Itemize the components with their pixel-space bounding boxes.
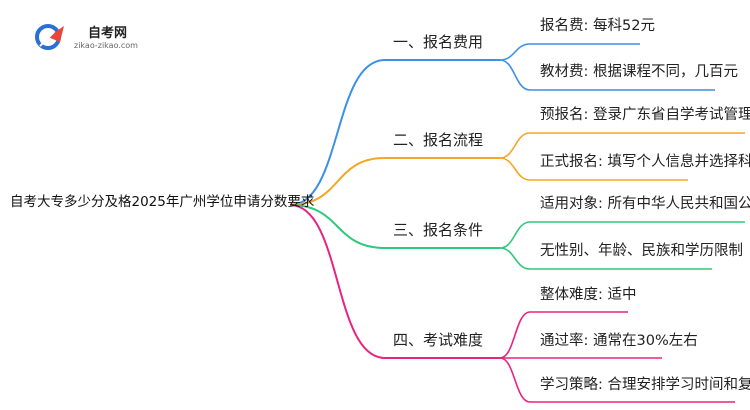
leaf-pass-rate: 通过率: 通常在30%左右 bbox=[540, 333, 698, 349]
root-topic: 自考大专多少分及格2025年广州学位申请分数要求 bbox=[10, 194, 315, 210]
leaf-study-strategy: 学习策略: 合理安排学习时间和复习 bbox=[540, 377, 750, 393]
root-branch-connector bbox=[289, 204, 386, 359]
root-branch-connector bbox=[289, 157, 386, 206]
leaf-connector bbox=[499, 221, 745, 249]
logo-icon bbox=[35, 24, 64, 50]
site-logo: 自考网 zikao-zikao.com bbox=[30, 20, 150, 56]
logo-subtitle: zikao-zikao.com bbox=[74, 41, 138, 50]
branch-fees: 一、报名费用 bbox=[393, 33, 484, 51]
leaf-connector bbox=[499, 247, 712, 270]
leaf-connector bbox=[499, 43, 640, 61]
logo-title: 自考网 bbox=[88, 26, 128, 41]
leaf-registration-fee: 报名费: 每科52元 bbox=[540, 18, 655, 34]
leaf-connector bbox=[499, 311, 628, 359]
leaf-overall-difficulty: 整体难度: 适中 bbox=[540, 287, 637, 303]
leaf-connector bbox=[499, 132, 745, 159]
root-branch-connector bbox=[289, 59, 386, 206]
leaf-connector bbox=[499, 157, 688, 181]
leaf-connector bbox=[499, 59, 715, 91]
branch-process: 二、报名流程 bbox=[393, 131, 484, 149]
root-branch-connector bbox=[289, 204, 386, 249]
leaf-eligible-people: 适用对象: 所有中华人民共和国公民 bbox=[540, 196, 750, 212]
branch-conditions: 三、报名条件 bbox=[393, 221, 484, 239]
leaf-pre-registration: 预报名: 登录广东省自学考试管理系统 bbox=[540, 107, 750, 123]
branch-difficulty: 四、考试难度 bbox=[393, 331, 484, 349]
leaf-no-restrictions: 无性别、年龄、民族和学历限制 bbox=[540, 243, 743, 259]
leaf-material-fee: 教材费: 根据课程不同，几百元 bbox=[540, 64, 738, 80]
leaf-formal-registration: 正式报名: 填写个人信息并选择科目 bbox=[540, 154, 750, 170]
leaf-connector bbox=[499, 357, 735, 403]
